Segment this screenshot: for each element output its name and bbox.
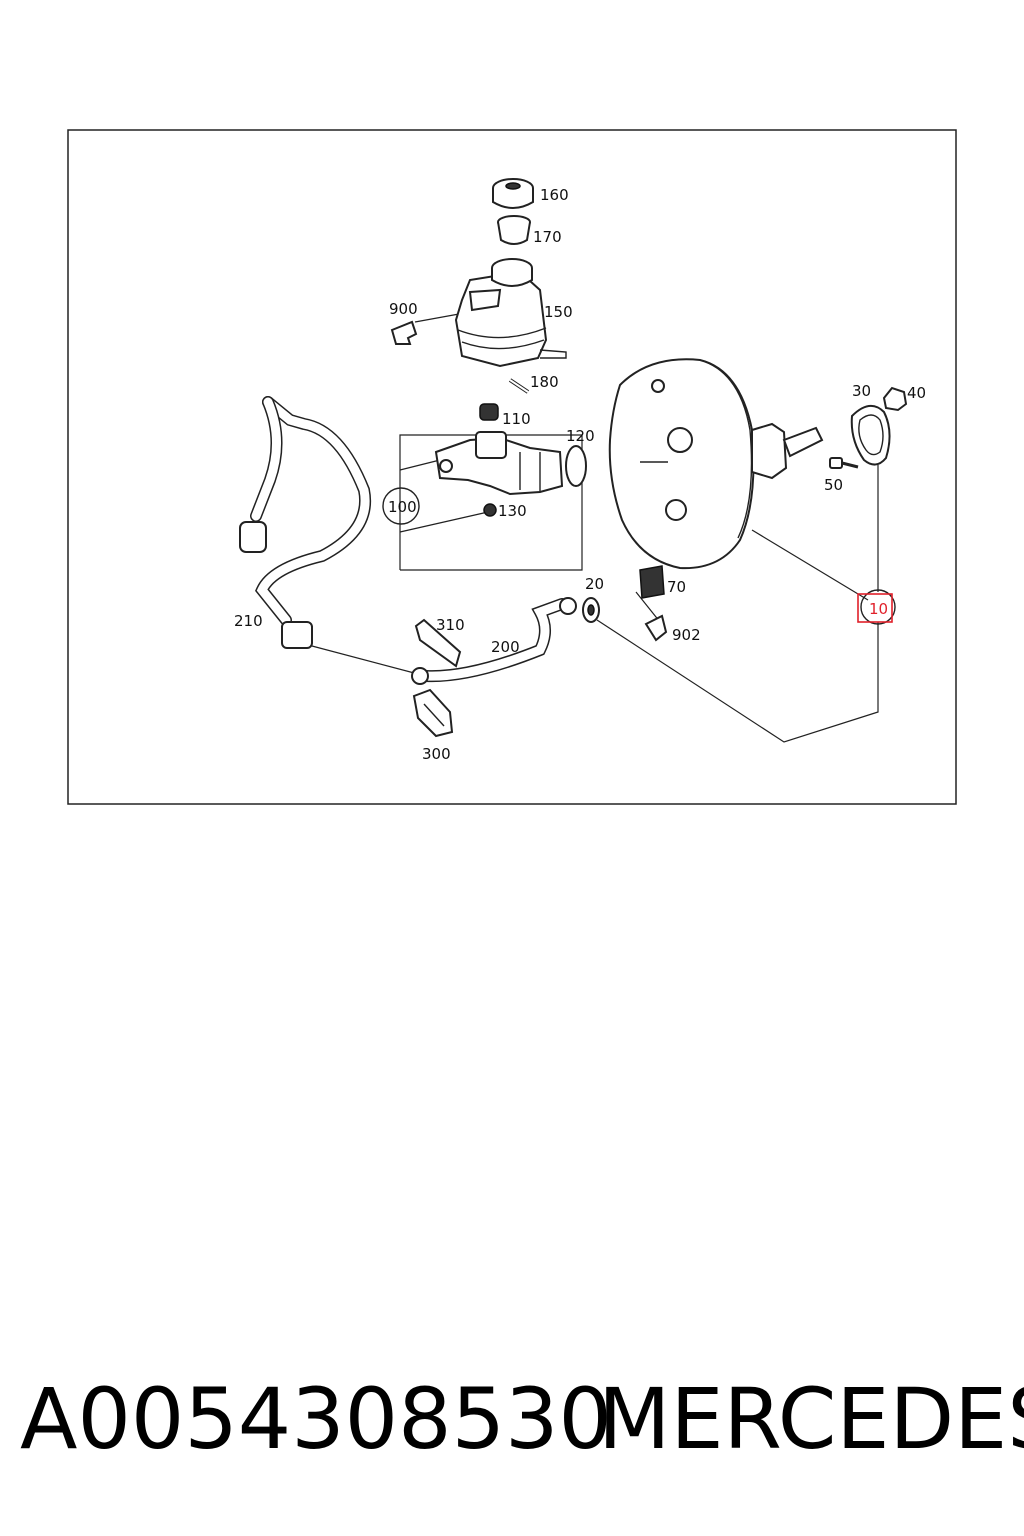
callout-180[interactable]: 180	[530, 373, 559, 391]
callout-30[interactable]: 30	[852, 382, 871, 400]
bracket-310-part	[414, 618, 462, 668]
grommet-110-part	[479, 403, 499, 421]
callout-40[interactable]: 40	[907, 384, 926, 402]
cap-160-part	[492, 178, 534, 209]
callout-200[interactable]: 200	[491, 638, 520, 656]
brake-booster-part	[608, 358, 824, 570]
callout-900[interactable]: 900	[389, 300, 418, 318]
product-caption: A0054308530 MERCEDES	[0, 1370, 1024, 1470]
label-902-part	[644, 614, 668, 642]
callout-160[interactable]: 160	[540, 186, 569, 204]
callout-70[interactable]: 70	[667, 578, 686, 596]
bolt-50-part	[829, 457, 859, 469]
callout-50[interactable]: 50	[824, 476, 843, 494]
plug-130-part	[483, 503, 497, 517]
valve-70-part	[639, 565, 665, 599]
clip-300-part	[412, 688, 454, 738]
bolt-180-part	[508, 378, 530, 394]
callout-100[interactable]: 100	[388, 498, 417, 516]
callout-20[interactable]: 20	[585, 575, 604, 593]
grommet-20-part	[582, 597, 600, 623]
vacuum-hose-assembly-part	[239, 396, 577, 685]
oring-120-part	[565, 445, 587, 487]
callout-10-circle	[860, 589, 896, 625]
callout-210[interactable]: 210	[234, 612, 263, 630]
diagram-frame	[67, 129, 957, 805]
leader-lines	[311, 311, 879, 743]
callout-labels: 160 170 900 150 180 110 120 100 130 30 4…	[234, 186, 926, 763]
callout-170[interactable]: 170	[533, 228, 562, 246]
nut-40-part	[882, 386, 908, 412]
seal-170-part	[497, 215, 531, 245]
callout-110[interactable]: 110	[502, 410, 531, 428]
label-900-part	[390, 320, 418, 345]
callout-130[interactable]: 130	[498, 502, 527, 520]
parts-diagram: 160 170 900 150 180 110 120 100 130 30 4…	[67, 129, 957, 805]
callout-100-circle	[382, 487, 420, 525]
callout-120[interactable]: 120	[566, 427, 595, 445]
callout-902[interactable]: 902	[672, 626, 701, 644]
callout-150[interactable]: 150	[544, 303, 573, 321]
master-cylinder-part	[434, 431, 564, 496]
callout-10[interactable]: 10	[869, 600, 888, 618]
reservoir-150-part	[454, 258, 567, 368]
brand-name: MERCEDES	[598, 1370, 1024, 1468]
part-number: A0054308530	[20, 1370, 612, 1468]
callout-310[interactable]: 310	[436, 616, 465, 634]
callout-300[interactable]: 300	[422, 745, 451, 763]
gasket-30-part	[850, 405, 891, 466]
callout-10-highlight[interactable]	[857, 593, 893, 623]
